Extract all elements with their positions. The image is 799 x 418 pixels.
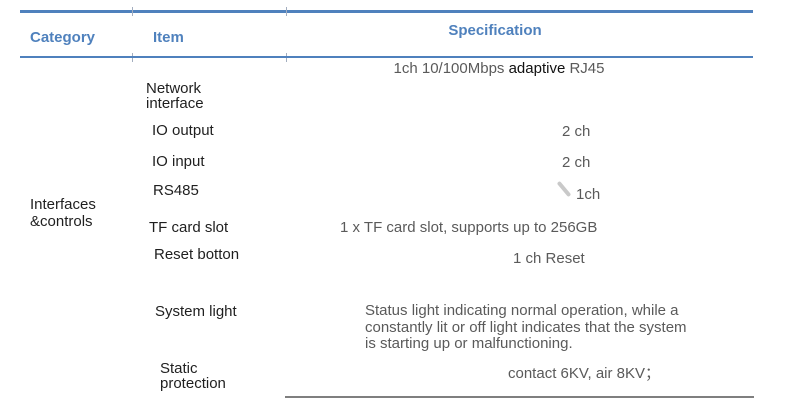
backslash-icon <box>556 180 572 198</box>
spec-text: 1ch 10/100Mbps <box>393 60 509 77</box>
spec-line: constantly lit or off light indicates th… <box>365 318 687 336</box>
row-spec-static-protection: contact 6KV, air 8KV； <box>508 365 661 382</box>
spec-text: RJ45 <box>565 60 605 77</box>
row-item-system-light: System light <box>155 303 237 320</box>
row-spec-io-input: 2 ch <box>562 154 591 171</box>
column-header-category: Category <box>30 29 96 46</box>
category-group-label: Interfaces &controls <box>30 196 96 230</box>
row-item-tf-card-slot: TF card slot <box>149 219 229 236</box>
row-spec-tf-card-slot: 1 x TF card slot, supports up to 256GB <box>340 219 598 236</box>
row-item-network-interface: Network interface <box>146 80 204 112</box>
row-spec-reset-button: 1 ch Reset <box>513 250 585 267</box>
column-tick <box>286 7 287 16</box>
row-spec-network-interface: 1ch 10/100Mbps adaptive RJ45 <box>287 61 711 77</box>
row-spec-rs485: 1ch <box>576 186 601 203</box>
column-tick <box>132 7 133 16</box>
row-item-reset-button: Reset botton <box>154 246 240 263</box>
row-spec-system-light: Status light indicating normal operation… <box>365 302 705 353</box>
row-item-io-output: IO output <box>152 122 214 139</box>
row-item-io-input: IO input <box>152 153 205 170</box>
row-item-rs485: RS485 <box>153 182 199 199</box>
row-spec-io-output: 2 ch <box>562 123 591 140</box>
table-top-border <box>20 10 753 13</box>
column-header-specification: Specification <box>448 22 542 39</box>
spec-line: is starting up or malfunctioning. <box>365 335 573 352</box>
header-divider <box>20 56 753 58</box>
bottom-divider <box>285 396 754 398</box>
spec-text-emphasis: adaptive <box>508 60 566 77</box>
spec-line: Status light indicating normal operation… <box>365 302 679 319</box>
row-item-static-protection: Static protection <box>160 360 226 392</box>
column-header-item: Item <box>153 29 184 46</box>
